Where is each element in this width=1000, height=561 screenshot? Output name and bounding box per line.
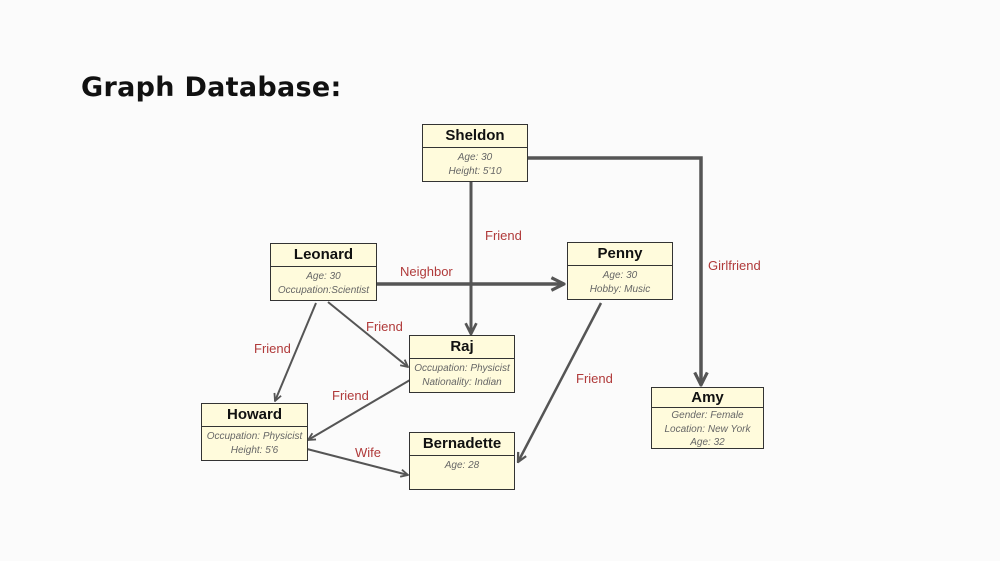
edge-penny-bernadette — [518, 302, 603, 462]
node-name: Howard — [202, 404, 307, 427]
node-prop: Height: 5'10 — [448, 166, 502, 177]
edge-label-leonard-penny: Neighbor — [400, 264, 453, 279]
node-prop: Age: 30 — [306, 271, 341, 282]
edge-sheldon-amy — [528, 156, 701, 385]
edge-howard-bernadette — [306, 448, 408, 475]
node-prop: Hobby: Music — [589, 284, 651, 295]
node-prop: Occupation: Physicist — [206, 431, 303, 442]
node-prop: Occupation:Scientist — [277, 285, 370, 296]
edge-leonard-raj — [327, 301, 408, 367]
edge-label-sheldon-raj: Friend — [485, 228, 522, 243]
edge-label-leonard-howard: Friend — [254, 341, 291, 356]
node-name: Bernadette — [410, 433, 514, 456]
edge-label-raj-howard: Friend — [332, 388, 369, 403]
node-prop: Height: 5'6 — [230, 445, 279, 456]
node-prop: Age: 28 — [444, 460, 480, 471]
edge-label-sheldon-amy: Girlfriend — [708, 258, 761, 273]
node-leonard[interactable]: Leonard Age: 30 Occupation:Scientist — [270, 243, 377, 301]
edge-leonard-howard — [275, 302, 317, 401]
edge-label-leonard-raj: Friend — [366, 319, 403, 334]
node-name: Raj — [410, 336, 514, 359]
node-bernadette[interactable]: Bernadette Age: 28 — [409, 432, 515, 490]
node-prop: Occupation: Physicist — [414, 363, 510, 374]
node-prop: Age: 30 — [457, 152, 493, 163]
edge-label-penny-bernadette: Friend — [576, 371, 613, 386]
node-prop: Age: 32 — [690, 437, 725, 448]
node-prop: Nationality: Indian — [422, 377, 502, 388]
node-prop: Location: New York — [664, 423, 751, 435]
node-amy[interactable]: Amy Gender: Female Location: New York Ag… — [651, 387, 764, 449]
node-name: Leonard — [271, 244, 376, 267]
edge-raj-howard — [308, 379, 411, 440]
node-prop: Gender: Female — [671, 410, 744, 421]
node-prop: Age: 30 — [602, 270, 638, 281]
edge-label-howard-bernadette: Wife — [355, 445, 381, 460]
node-raj[interactable]: Raj Occupation: Physicist Nationality: I… — [409, 335, 515, 393]
node-sheldon[interactable]: Sheldon Age: 30 Height: 5'10 — [422, 124, 528, 182]
node-penny[interactable]: Penny Age: 30 Hobby: Music — [567, 242, 673, 300]
node-name: Amy — [652, 388, 763, 408]
node-howard[interactable]: Howard Occupation: Physicist Height: 5'6 — [201, 403, 308, 461]
node-name: Sheldon — [423, 125, 527, 148]
page-title: Graph Database: — [81, 72, 342, 103]
node-name: Penny — [568, 243, 672, 266]
